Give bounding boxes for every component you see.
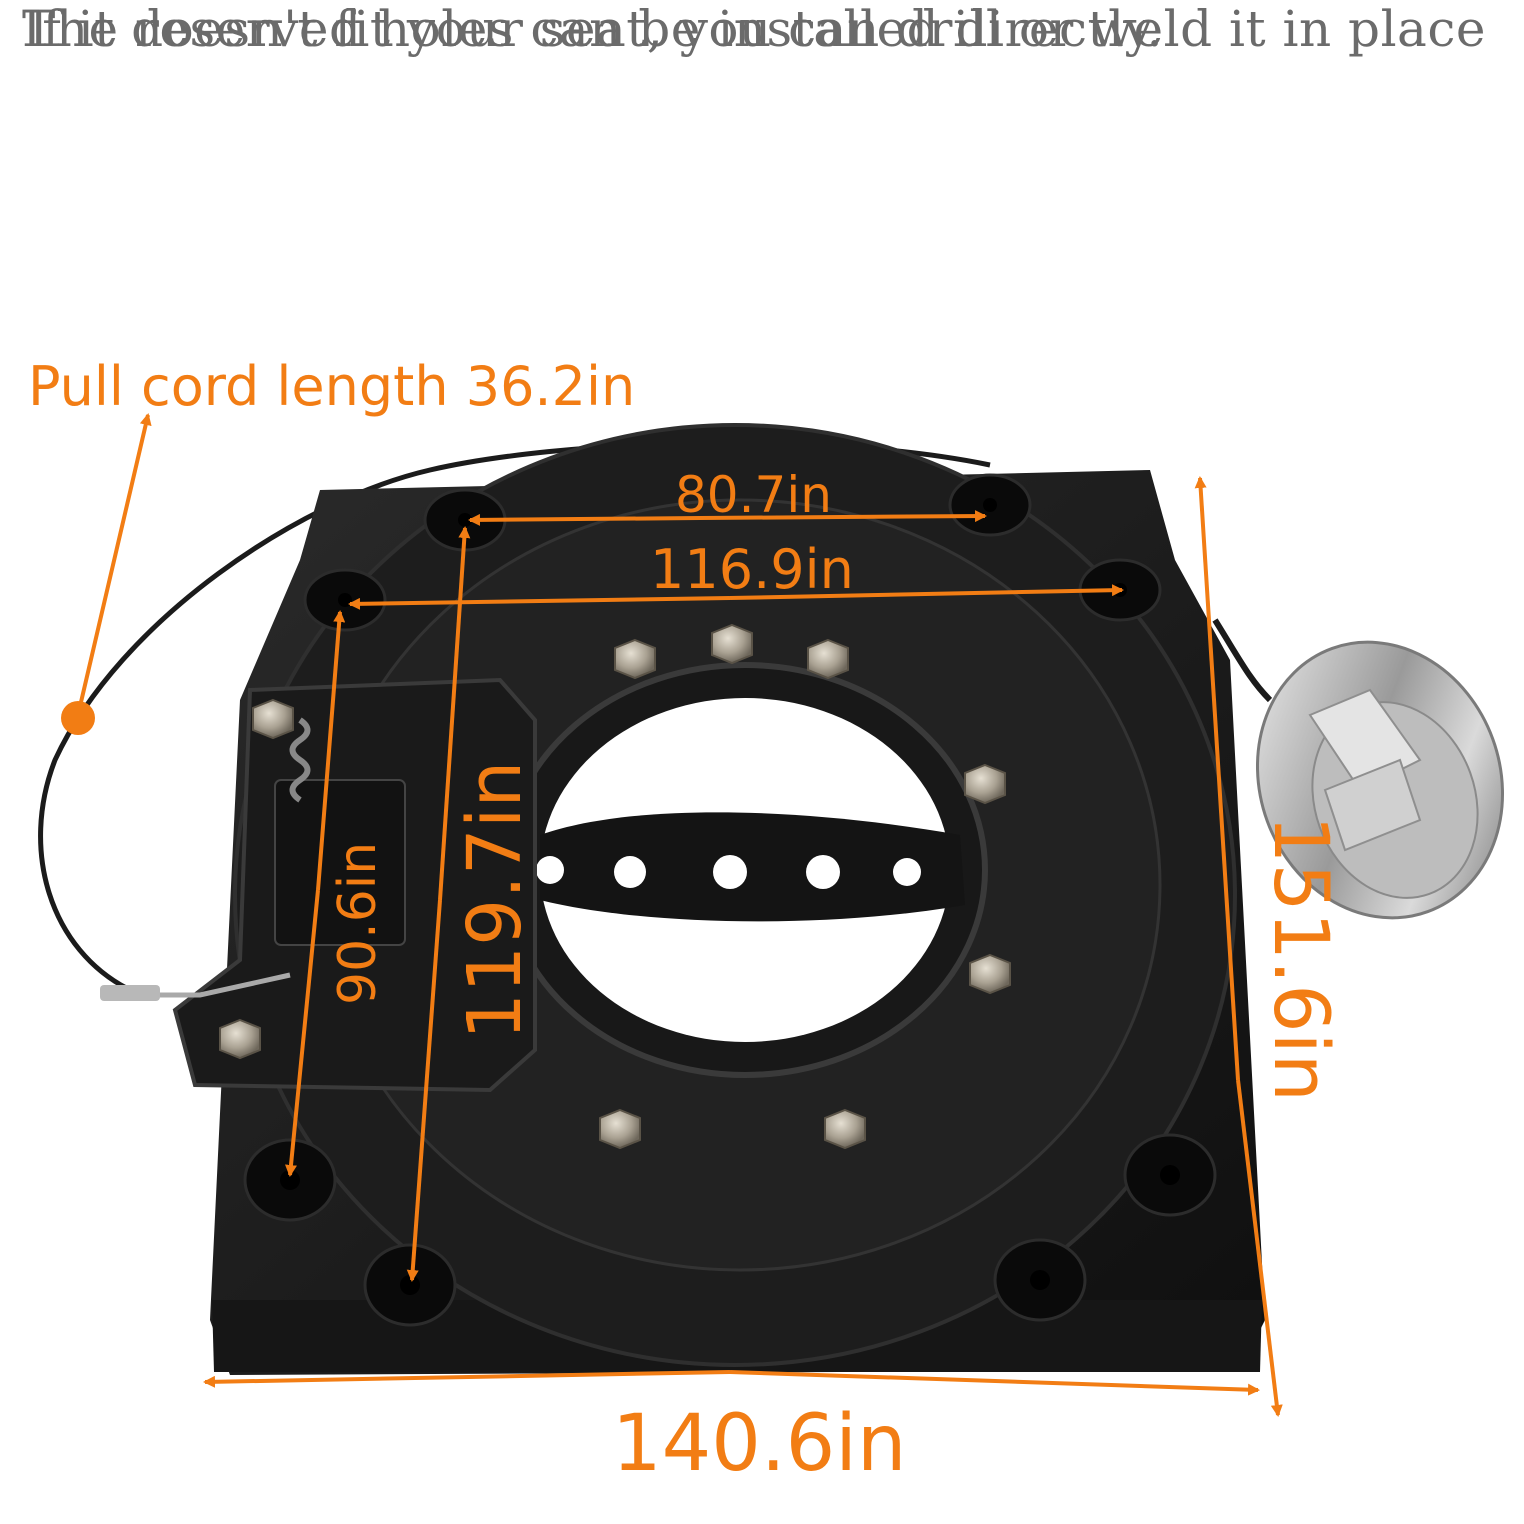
label-inner-vertical: 119.7in [452, 761, 538, 1040]
latch-body [274, 779, 406, 946]
chrome-pull-handle [1255, 640, 1505, 920]
arrow-upper-right [729, 584, 1124, 600]
arrow-top-left [468, 513, 701, 526]
dimension-arrows [76, 413, 1283, 1417]
arrow-pull-cord [76, 413, 152, 716]
arrow-side-down [1236, 1079, 1283, 1417]
arrow-bottom-left [203, 1370, 731, 1388]
pull-cord-marker [61, 701, 95, 735]
arrow-left-up [316, 610, 346, 891]
latch-spring [289, 717, 311, 803]
headline-line-2: If it doesn't fit your seat, you can dri… [22, 0, 1486, 58]
label-bottom-width: 140.6in [612, 1399, 906, 1489]
arrow-left-down [285, 889, 320, 1177]
arrow-top-right [699, 510, 987, 523]
pull-cord-right [1212, 618, 1273, 703]
arrow-side-up [1194, 476, 1240, 1081]
label-side-height: 151.6in [1257, 815, 1346, 1102]
cable-end [100, 985, 160, 1001]
cross-bar-holes [536, 855, 921, 889]
label-left-hole-spacing: 90.6in [328, 842, 388, 1005]
arrow-inner-down [406, 899, 442, 1282]
bolts [219, 623, 1011, 1150]
label-pull-cord: Pull cord length 36.2in [28, 355, 635, 418]
arrow-bottom-right [729, 1370, 1260, 1396]
label-upper-hole-spacing: 116.9in [650, 538, 854, 601]
arrow-upper-left [348, 596, 731, 610]
label-top-hole-spacing: 80.7in [675, 466, 832, 524]
cross-bar [540, 812, 965, 922]
headline-line-1: The reserved holes can be installed dire… [22, 0, 1164, 58]
arrow-inner-up [438, 526, 471, 901]
